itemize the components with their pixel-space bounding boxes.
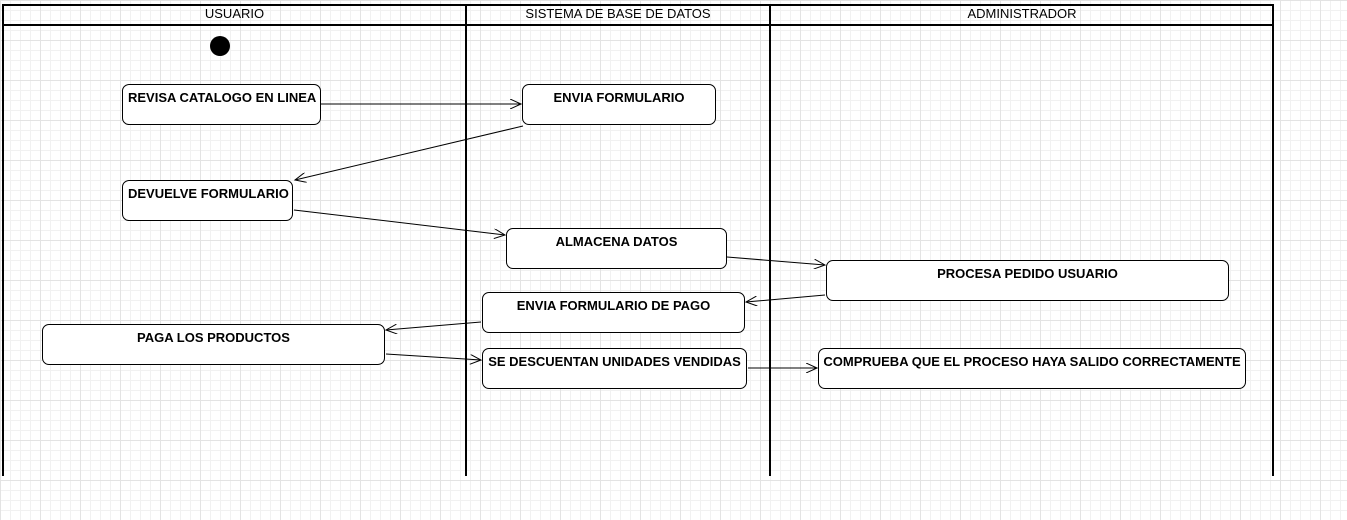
swimlane-header-divider xyxy=(2,24,1274,26)
node-envia-formulario-pago[interactable]: ENVIA FORMULARIO DE PAGO xyxy=(482,292,745,333)
node-devuelve-formulario[interactable]: DEVUELVE FORMULARIO xyxy=(122,180,293,221)
lane-title-sistema: SISTEMA DE BASE DE DATOS xyxy=(525,6,711,21)
node-comprueba-proceso[interactable]: COMPRUEBA QUE EL PROCESO HAYA SALIDO COR… xyxy=(818,348,1246,389)
node-almacena-datos[interactable]: ALMACENA DATOS xyxy=(506,228,727,269)
swimlane-frame xyxy=(2,4,1274,476)
node-procesa-pedido[interactable]: PROCESA PEDIDO USUARIO xyxy=(826,260,1229,301)
lane-title-usuario: USUARIO xyxy=(204,6,265,21)
lane-divider-sistema-administrador xyxy=(769,4,771,476)
node-revisa-catalogo[interactable]: REVISA CATALOGO EN LINEA xyxy=(122,84,321,125)
initial-node[interactable] xyxy=(210,36,230,56)
node-envia-formulario[interactable]: ENVIA FORMULARIO xyxy=(522,84,716,125)
node-descuentan-unidades[interactable]: SE DESCUENTAN UNIDADES VENDIDAS xyxy=(482,348,747,389)
node-paga-productos[interactable]: PAGA LOS PRODUCTOS xyxy=(42,324,385,365)
lane-divider-usuario-sistema xyxy=(465,4,467,476)
lane-title-administrador: ADMINISTRADOR xyxy=(967,6,1077,21)
